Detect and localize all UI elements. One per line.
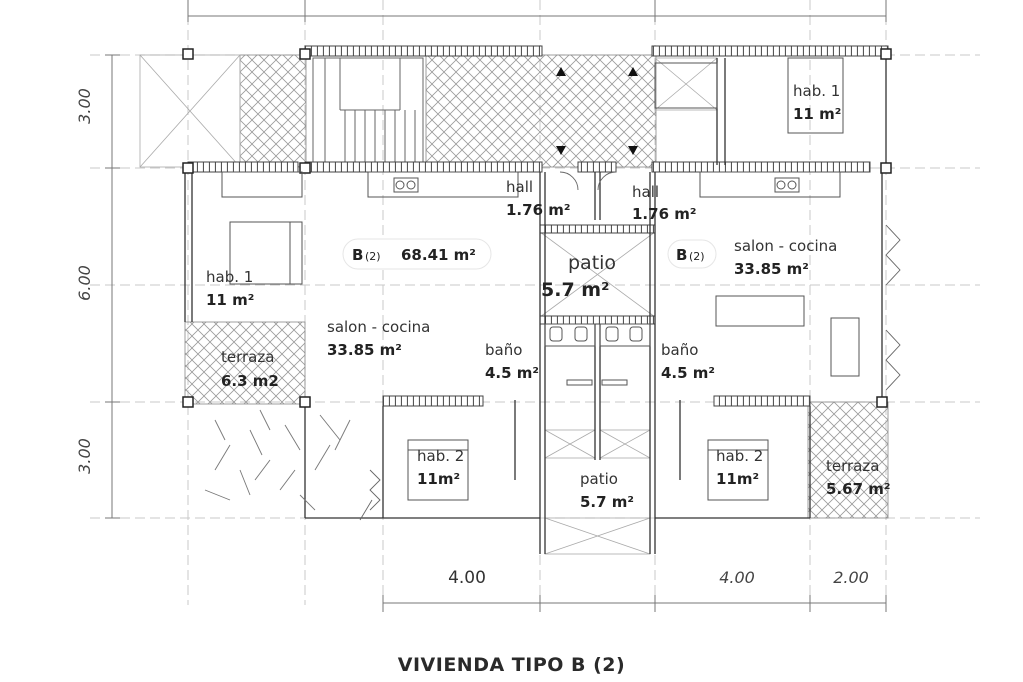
doors xyxy=(359,171,901,521)
staircase xyxy=(312,57,424,167)
dim-bottom-second: 4.00 xyxy=(719,568,755,587)
hab1-top-right-area: 11 m² xyxy=(793,105,841,123)
hab1-top-right-name: hab. 1 xyxy=(793,82,840,100)
badge-right-sub: (2) xyxy=(689,250,705,263)
left-dimension-line xyxy=(105,54,120,519)
dim-left-top: 3.00 xyxy=(75,88,94,124)
salon-left-area: 33.85 m² xyxy=(327,341,402,359)
hall-right-area: 1.76 m² xyxy=(632,205,696,223)
hab1-left-area: 11 m² xyxy=(206,291,254,309)
hatched-zones xyxy=(184,54,889,519)
badge-right-letter: B xyxy=(676,246,687,264)
dim-bottom-third: 2.00 xyxy=(833,568,869,587)
bottom-dimension-line xyxy=(382,595,887,612)
vegetation xyxy=(204,409,351,511)
hab1-left-name: hab. 1 xyxy=(206,268,253,286)
plan-title: VIVIENDA TIPO B (2) xyxy=(397,654,626,676)
hall-right-name: hall xyxy=(632,183,659,201)
hall-left-name: hall xyxy=(506,178,533,196)
dim-left-middle: 6.00 xyxy=(75,265,94,301)
dim-bottom-first: 4.00 xyxy=(448,568,486,588)
top-dimension-line xyxy=(187,0,887,22)
kitchen-counters xyxy=(221,171,841,198)
unit-badge-left: B (2) 68.41 m² xyxy=(342,238,492,270)
bano-right-name: baño xyxy=(661,341,698,359)
patio-bottom-area: 5.7 m² xyxy=(580,493,634,511)
badge-left-sub: (2) xyxy=(365,250,381,263)
terraza-right-area: 5.67 m² xyxy=(826,480,890,498)
patio-center-name: patio xyxy=(568,252,616,274)
dim-left-bottom: 3.00 xyxy=(75,438,94,474)
badge-left-letter: B xyxy=(352,246,363,264)
salon-right-name: salon - cocina xyxy=(734,237,837,255)
bano-left-name: baño xyxy=(485,341,522,359)
hab2-left-area: 11m² xyxy=(417,470,460,488)
badge-left-area: 68.41 m² xyxy=(401,246,476,264)
terraza-left-area: 6.3 m2 xyxy=(221,372,279,390)
bano-left-area: 4.5 m² xyxy=(485,364,539,382)
salon-left-name: salon - cocina xyxy=(327,318,430,336)
unit-badge-right: B (2) xyxy=(667,239,717,269)
bano-right-area: 4.5 m² xyxy=(661,364,715,382)
hab2-right-area: 11m² xyxy=(716,470,759,488)
salon-right-area: 33.85 m² xyxy=(734,260,809,278)
hall-left-area: 1.76 m² xyxy=(506,201,570,219)
hab2-right-name: hab. 2 xyxy=(716,447,763,465)
level-arrows xyxy=(556,67,638,155)
terraza-left-name: terraza xyxy=(221,348,274,366)
patio-bottom-name: patio xyxy=(580,470,618,488)
furniture xyxy=(229,57,860,501)
thin-walls xyxy=(184,55,887,554)
columns xyxy=(182,48,892,408)
terraza-right-name: terraza xyxy=(826,457,879,475)
patio-center-area: 5.7 m² xyxy=(541,279,609,301)
hab2-left-name: hab. 2 xyxy=(417,447,464,465)
